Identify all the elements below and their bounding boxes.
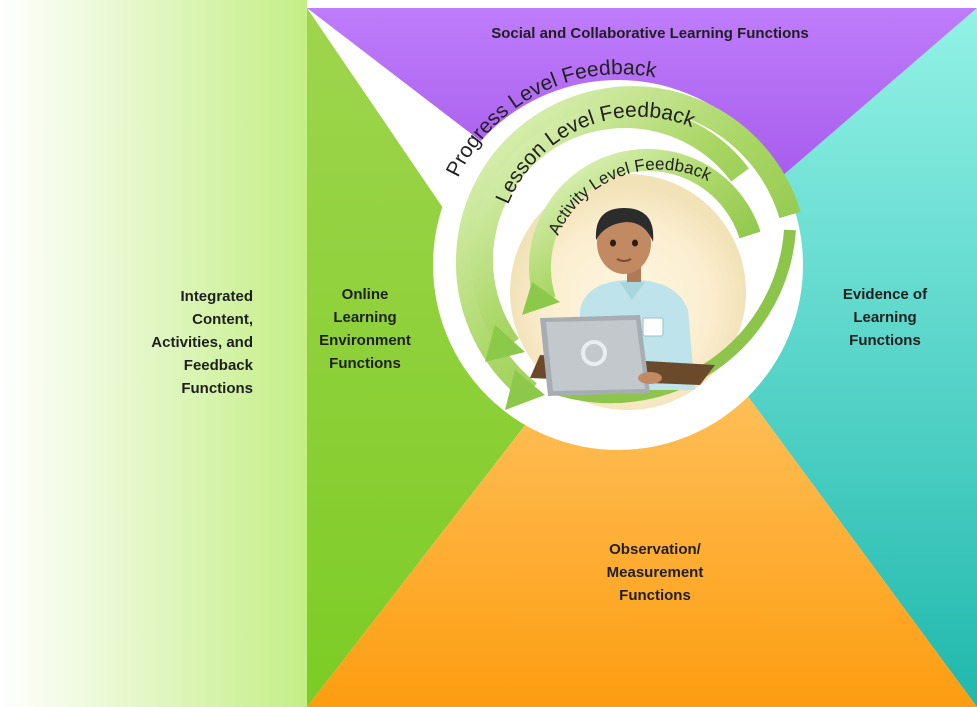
online-environment-region bbox=[307, 8, 560, 707]
integrated-functions-region bbox=[0, 0, 307, 707]
online-environment-label: Online Learning Environment Functions bbox=[319, 286, 411, 372]
integrated-functions-label: Integrated Content, Activities, and Feed… bbox=[151, 288, 253, 397]
lesson-feedback-arrow bbox=[471, 106, 749, 362]
observation-measurement-label: Observation/ Measurement Functions bbox=[606, 541, 704, 604]
student-with-laptop-icon bbox=[530, 208, 715, 396]
evidence-of-learning-region bbox=[662, 8, 977, 707]
evidence-of-learning-label: Evidence of Learning Functions bbox=[842, 286, 928, 349]
observation-measurement-region bbox=[307, 280, 977, 707]
progress-feedback-arrow bbox=[455, 86, 801, 410]
activity-feedback-arrow bbox=[522, 148, 761, 315]
social-collaborative-label: Social and Collaborative Learning Functi… bbox=[491, 25, 809, 42]
